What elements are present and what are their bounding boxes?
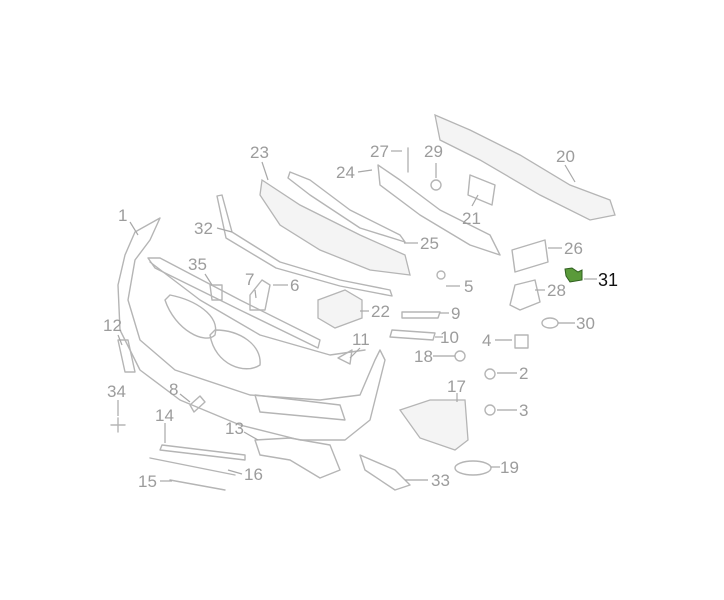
label-12[interactable]: 12: [103, 316, 122, 335]
part-20-bumper-carrier[interactable]: [434, 113, 616, 221]
part-1-bumper-cover[interactable]: [117, 217, 386, 441]
label-14[interactable]: 14: [155, 406, 174, 425]
part-15-strip[interactable]: [169, 479, 226, 491]
label-20[interactable]: 20: [556, 147, 575, 166]
label-31[interactable]: 31: [598, 270, 618, 290]
part-14-strip[interactable]: [159, 444, 246, 461]
label-33[interactable]: 33: [431, 471, 450, 490]
label-4[interactable]: 4: [482, 331, 491, 350]
label-29[interactable]: 29: [424, 142, 443, 161]
part-upper-grille-strip[interactable]: [147, 257, 321, 349]
leader-lines: [117, 150, 597, 482]
part-3-clip[interactable]: [484, 404, 496, 416]
label-15[interactable]: 15: [138, 472, 157, 491]
part-30-cap[interactable]: [541, 317, 559, 329]
part-4-clip[interactable]: [514, 334, 529, 349]
label-34[interactable]: 34: [107, 382, 126, 401]
label-26[interactable]: 26: [564, 239, 583, 258]
part-5-screw[interactable]: [436, 270, 446, 280]
part-12-bracket[interactable]: [117, 339, 136, 373]
label-6[interactable]: 6: [290, 276, 299, 295]
label-8[interactable]: 8: [169, 380, 178, 399]
part-13-lower-grille[interactable]: [254, 437, 341, 479]
part-10-trim[interactable]: [389, 329, 436, 341]
part-8-clip[interactable]: [189, 395, 206, 413]
label-35[interactable]: 35: [188, 255, 207, 274]
label-30[interactable]: 30: [576, 314, 595, 333]
part-35-clip[interactable]: [209, 284, 223, 301]
label-1[interactable]: 1: [118, 206, 127, 225]
part-26-bracket[interactable]: [511, 239, 549, 273]
label-27[interactable]: 27: [370, 142, 389, 161]
label-7[interactable]: 7: [245, 270, 254, 289]
part-9-trim[interactable]: [401, 311, 441, 319]
part-2-clip[interactable]: [484, 368, 496, 380]
part-18-clip[interactable]: [454, 350, 466, 362]
part-17-bracket[interactable]: [398, 399, 469, 451]
part-22-module[interactable]: [317, 289, 363, 329]
label-10[interactable]: 10: [440, 328, 459, 347]
label-25[interactable]: 25: [420, 234, 439, 253]
part-23-grille[interactable]: [259, 178, 411, 276]
label-5[interactable]: 5: [464, 277, 473, 296]
part-7-bracket[interactable]: [249, 279, 271, 311]
label-32[interactable]: 32: [194, 219, 213, 238]
label-22[interactable]: 22: [371, 302, 390, 321]
part-33-grille[interactable]: [359, 454, 411, 491]
label-9[interactable]: 9: [451, 304, 460, 323]
label-16[interactable]: 16: [244, 465, 263, 484]
label-17[interactable]: 17: [447, 377, 466, 396]
label-2[interactable]: 2: [519, 364, 528, 383]
part-21-bracket[interactable]: [467, 174, 496, 206]
label-3[interactable]: 3: [519, 401, 528, 420]
label-13[interactable]: 13: [225, 419, 244, 438]
label-23[interactable]: 23: [250, 143, 269, 162]
part-21-support[interactable]: [377, 164, 501, 256]
label-21[interactable]: 21: [462, 209, 481, 228]
part-32-trim-strip[interactable]: [216, 194, 393, 297]
part-16-strip[interactable]: [149, 457, 236, 476]
part-29-nut[interactable]: [430, 179, 442, 191]
label-19[interactable]: 19: [500, 458, 519, 477]
label-18[interactable]: 18: [414, 347, 433, 366]
label-24[interactable]: 24: [336, 163, 355, 182]
label-11[interactable]: 11: [352, 330, 370, 349]
part-28-bracket[interactable]: [509, 279, 541, 311]
part-34-clip[interactable]: [110, 417, 126, 433]
part-31-highlighted[interactable]: [564, 267, 583, 283]
label-28[interactable]: 28: [547, 281, 566, 300]
part-19-cover[interactable]: [454, 460, 492, 476]
part-24-bracket[interactable]: [287, 171, 406, 243]
